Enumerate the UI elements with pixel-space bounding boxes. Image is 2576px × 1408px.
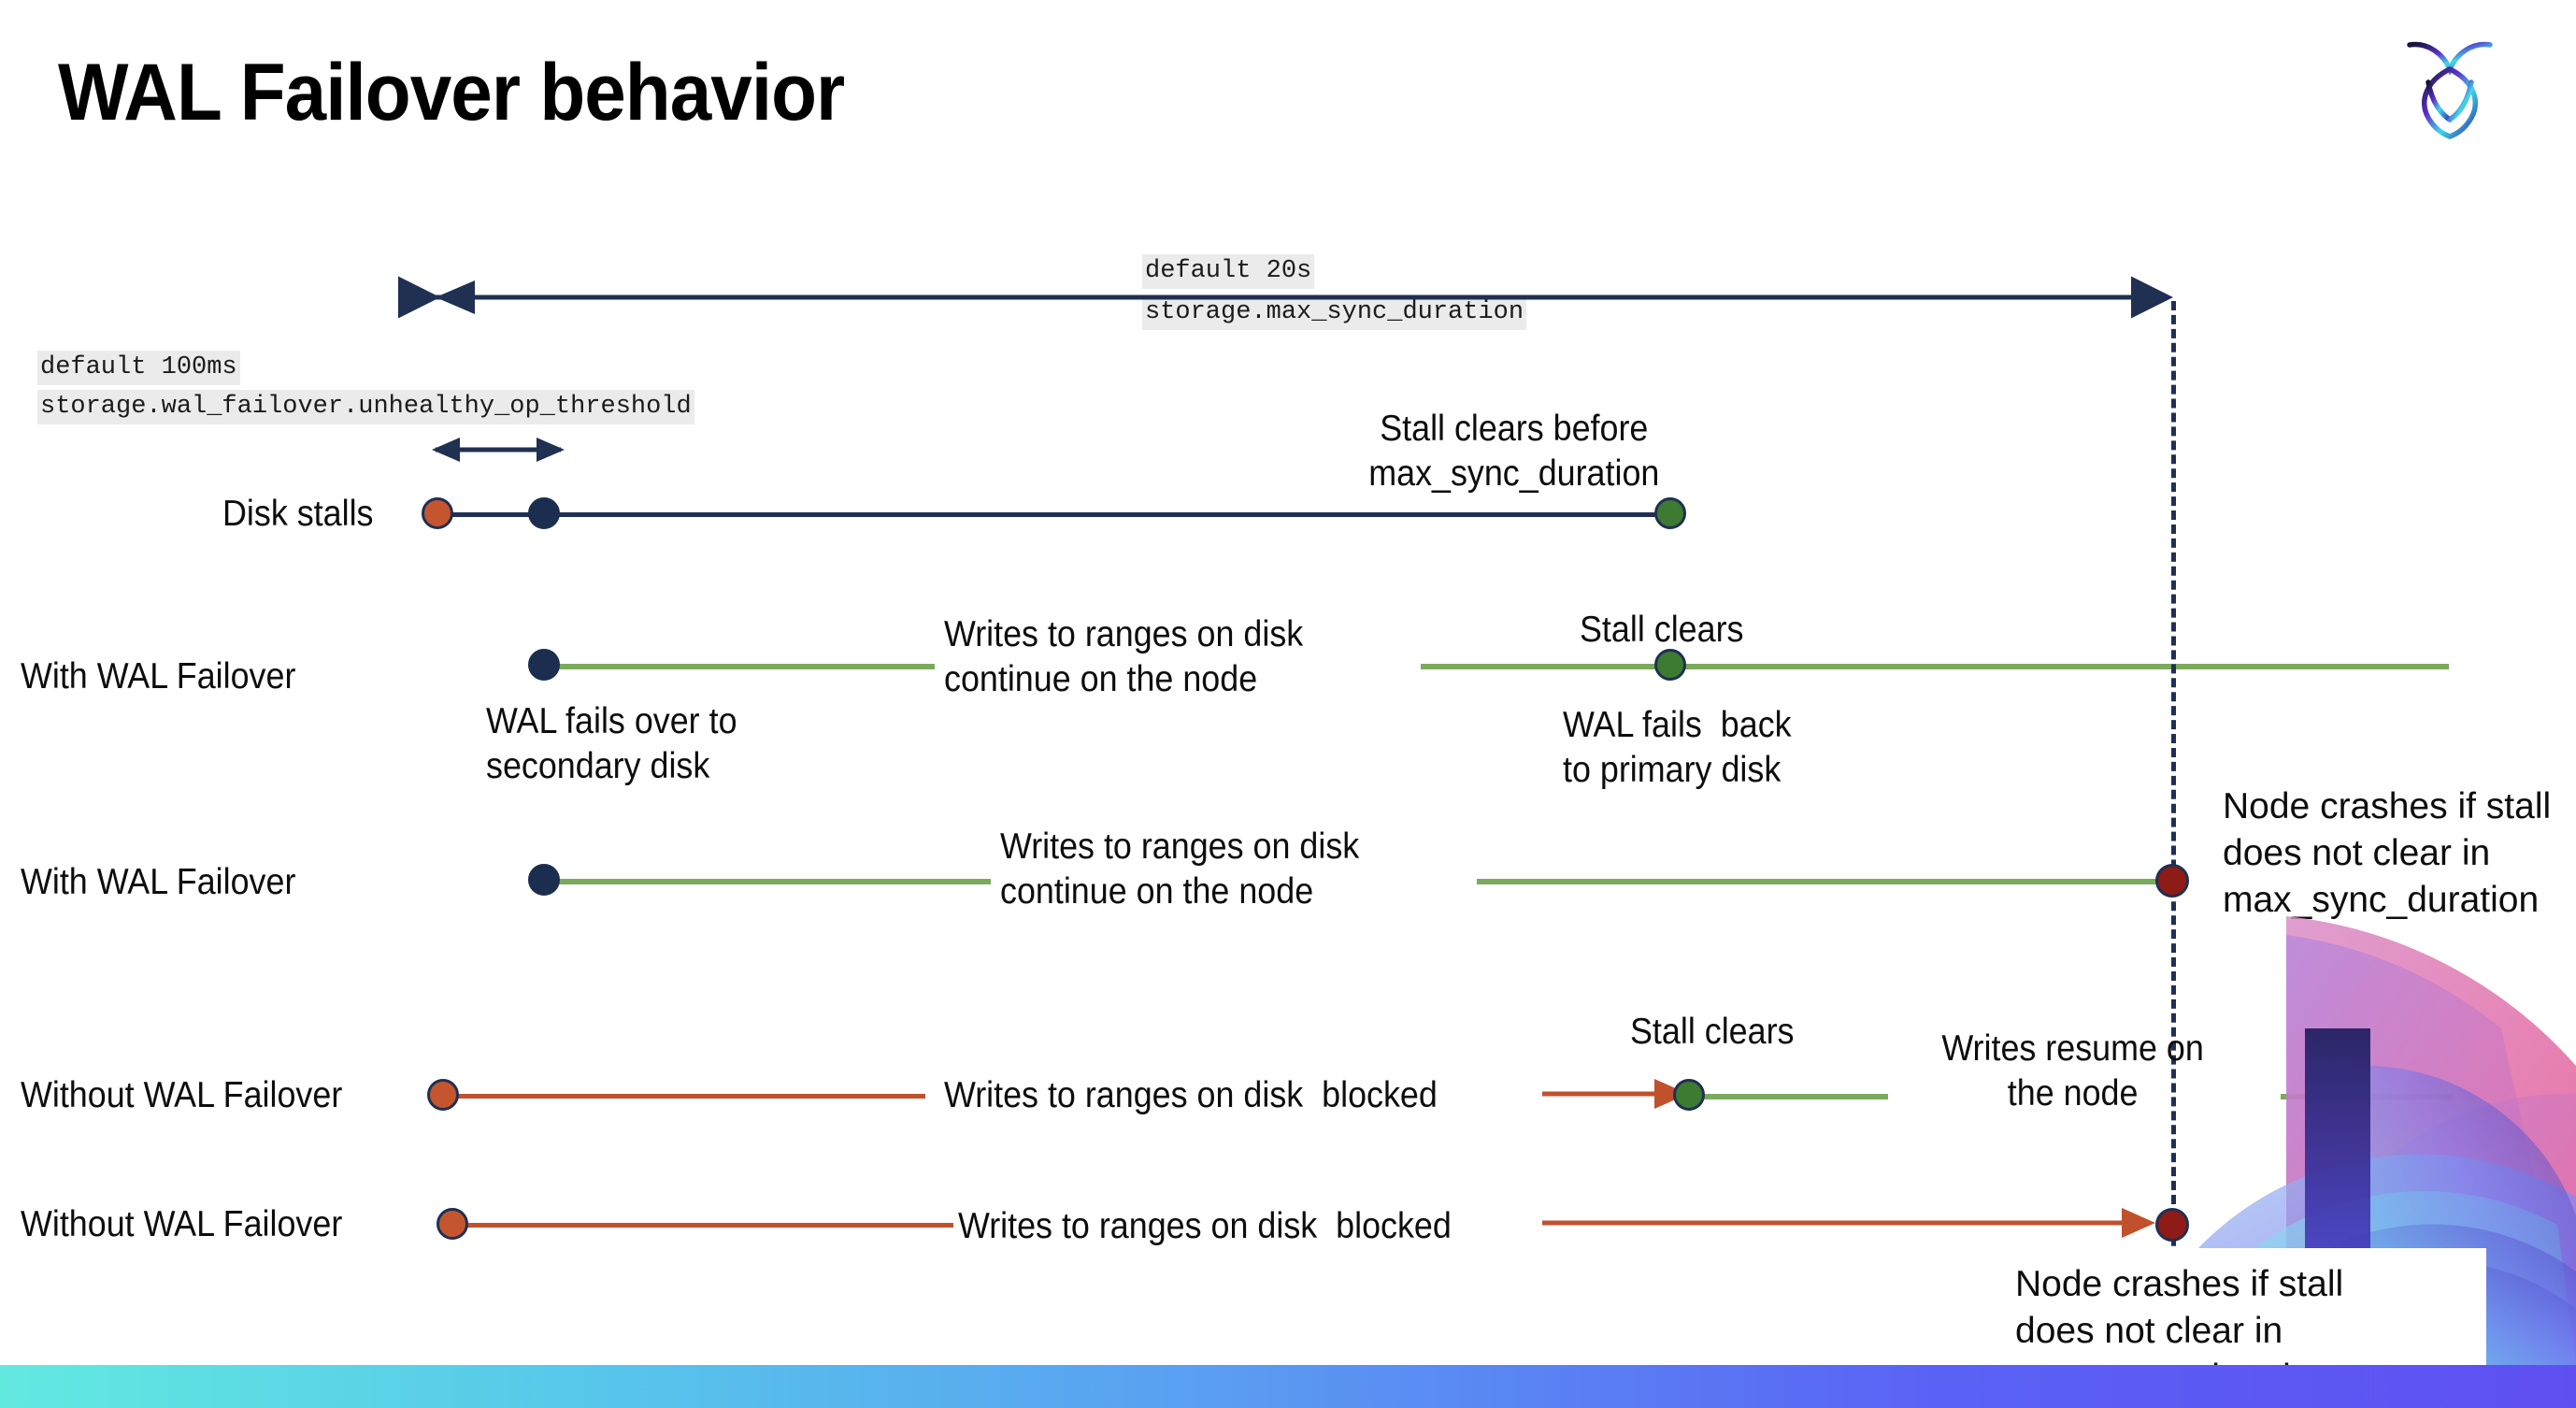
- annotation-writes-blocked-1: Writes to ranges on disk blocked: [944, 1075, 1438, 1115]
- annotation-writes-resume: Writes resume on the node: [1941, 1028, 2204, 1113]
- disk-stalls-line: [439, 512, 1673, 517]
- with-failover-1-line-left: [542, 664, 935, 669]
- unhealthy-op-default-label: default 100ms: [37, 351, 240, 386]
- annotation-writes-continue-1: Writes to ranges on disk continue on the…: [944, 614, 1304, 699]
- without-failover-1-arrow: [1542, 1079, 1688, 1109]
- annotation-writes-continue-2: Writes to ranges on disk continue on the…: [1000, 826, 1360, 912]
- annotation-stall-clears-a: Stall clears: [1580, 610, 1744, 650]
- with-failover-2-crash-dot: [2155, 864, 2189, 898]
- annotation-writes-blocked-2: Writes to ranges on disk blocked: [958, 1206, 1452, 1246]
- without-failover-1-line-mid: [1692, 1094, 1888, 1099]
- bottom-gradient-bar: [0, 1365, 2576, 1408]
- without-failover-1-clear-dot: [1673, 1079, 1705, 1111]
- annotation-stall-clears-before: Stall clears before max_sync_duration: [1368, 409, 1660, 494]
- with-failover-2-start-dot: [528, 864, 560, 896]
- with-failover-2-line-left: [542, 879, 991, 884]
- without-failover-1-start-dot: [427, 1079, 459, 1111]
- max-sync-setting-name: storage.max_sync_duration: [1142, 295, 1527, 331]
- row-label-with-failover-2: With WAL Failover: [21, 862, 296, 902]
- with-failover-1-start-dot: [528, 649, 560, 681]
- disk-stalls-failover-dot: [528, 497, 560, 529]
- with-failover-2-line-right: [1477, 879, 2168, 884]
- unhealthy-op-threshold-span-arrow: [432, 438, 565, 462]
- without-failover-2-start-dot: [436, 1208, 468, 1240]
- row-label-without-failover-1: Without WAL Failover: [21, 1075, 343, 1115]
- annotation-node-crashes-top: Node crashes if stall does not clear in …: [2223, 786, 2552, 920]
- disk-stalls-clear-dot: [1654, 497, 1686, 529]
- with-failover-1-clear-dot: [1654, 649, 1686, 681]
- max-sync-default-label: default 20s: [1142, 254, 1315, 290]
- annotation-stall-clears-b: Stall clears: [1630, 1012, 1795, 1052]
- page-title: WAL Failover behavior: [58, 48, 845, 137]
- unhealthy-op-setting-name: storage.wal_failover.unhealthy_op_thresh…: [37, 390, 694, 425]
- max-sync-duration-dashed-guide: [2171, 301, 2176, 1408]
- cockroachdb-logo: [2398, 28, 2501, 140]
- with-failover-1-line-right: [1421, 664, 2449, 669]
- annotation-wal-fails-over: WAL fails over to secondary disk: [486, 701, 737, 786]
- row-label-disk-stalls: Disk stalls: [222, 494, 374, 534]
- without-failover-2-crash-dot: [2155, 1208, 2189, 1242]
- row-label-with-failover-1: With WAL Failover: [21, 656, 296, 697]
- disk-stalls-start-dot: [422, 497, 453, 529]
- without-failover-1-line-left: [449, 1094, 925, 1099]
- without-failover-2-line-left: [458, 1223, 953, 1228]
- annotation-wal-fails-back: WAL fails back to primary disk: [1563, 705, 1792, 790]
- row-label-without-failover-2: Without WAL Failover: [21, 1204, 343, 1244]
